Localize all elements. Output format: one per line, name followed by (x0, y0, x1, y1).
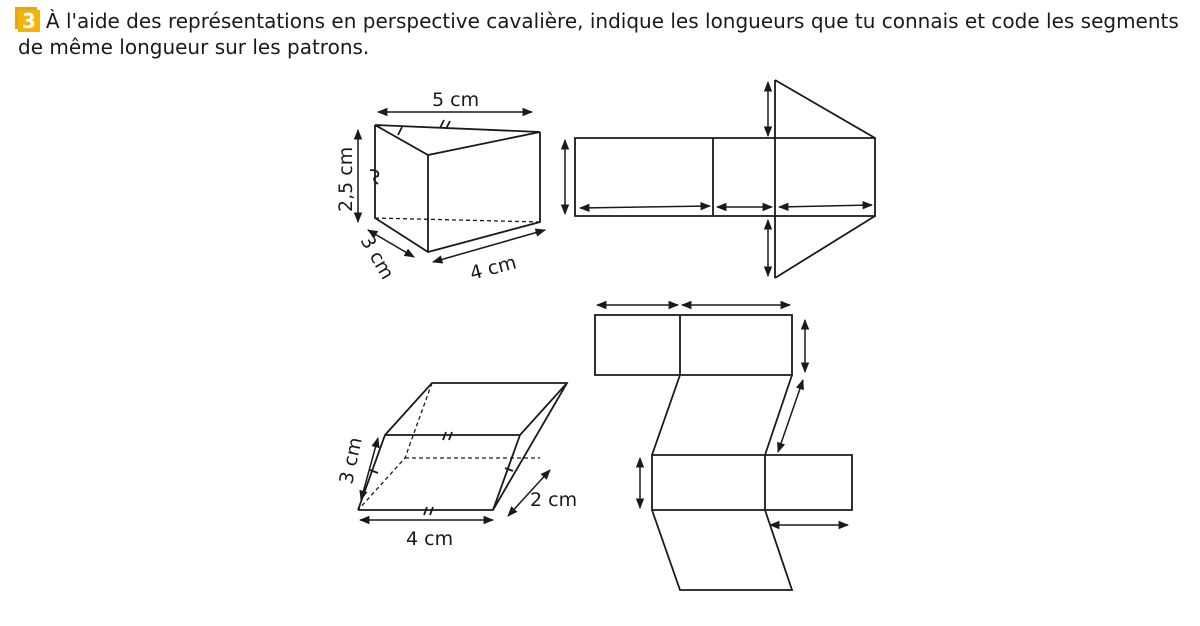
label-3cm: 3 cm (356, 232, 399, 284)
label-5cm: 5 cm (432, 89, 479, 111)
parallelepiped: 3 cm 4 cm 2 cm (335, 382, 577, 550)
label-2-5cm: 2,5 cm (335, 147, 357, 212)
label-4cm: 4 cm (468, 251, 519, 284)
exercise-number-badge: 3 (18, 10, 40, 32)
label-3cm-2: 3 cm (335, 435, 366, 486)
exercise-instruction: À l'aide des représentations en perspect… (18, 9, 1179, 59)
label-2cm: 2 cm (530, 489, 577, 511)
label-4cm-2: 4 cm (406, 528, 453, 550)
prism-net (560, 79, 876, 279)
triangular-prism: 5 cm 2,5 cm 3 cm 4 cm (335, 89, 547, 285)
parallelepiped-net (594, 300, 853, 591)
